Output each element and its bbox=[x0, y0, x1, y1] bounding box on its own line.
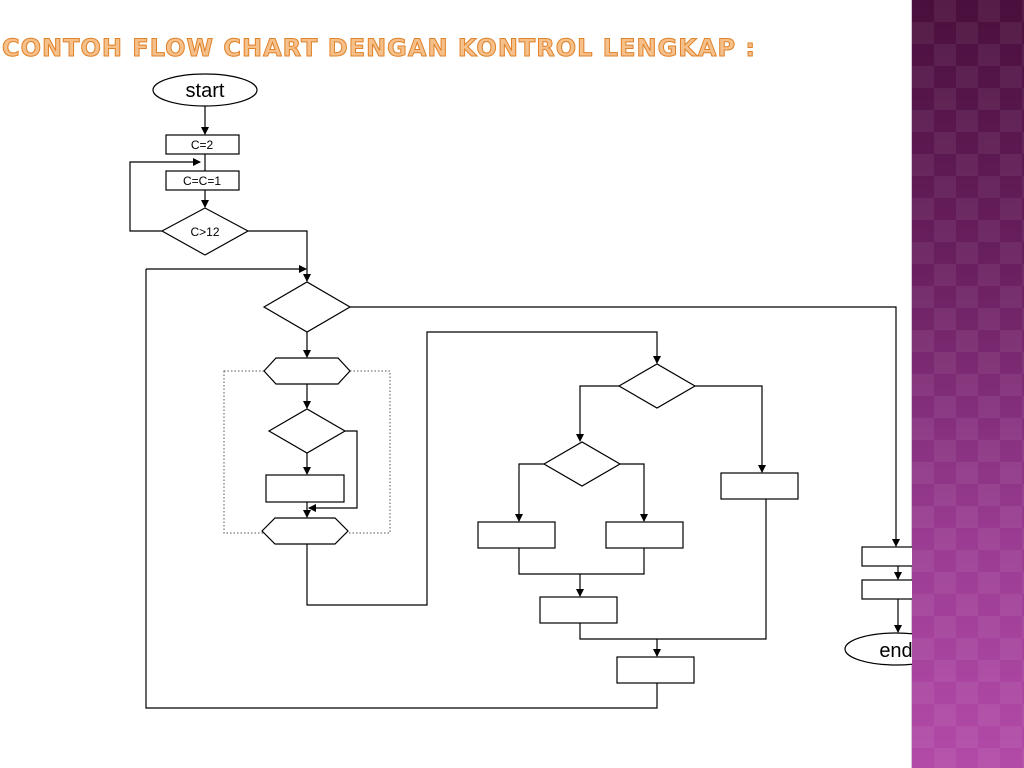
slide-title: CONTOH FLOW CHART DENGAN KONTROL LENGKAP… bbox=[2, 34, 756, 63]
update-process-box bbox=[165, 170, 240, 191]
branch-process-box-left-b bbox=[605, 521, 684, 549]
nested-decision-right-branch bbox=[620, 463, 648, 522]
flowchart-diagram: start C=2 C=C=1 C>12 end bbox=[129, 73, 912, 709]
right-decision-right-branch bbox=[695, 385, 766, 473]
merge-left-boxes-line bbox=[518, 548, 645, 575]
merge-process-box bbox=[539, 596, 618, 624]
init-label: C=2 bbox=[191, 138, 214, 152]
final-return-line bbox=[145, 269, 658, 709]
right-decision-left-branch bbox=[576, 385, 619, 442]
final-merge-process-box bbox=[616, 656, 695, 684]
inner-process-box bbox=[265, 474, 345, 503]
nested-decision-diamond bbox=[542, 441, 622, 487]
inner-decision-diamond bbox=[267, 408, 347, 454]
update-label: C=C=1 bbox=[183, 174, 221, 188]
init-process-box bbox=[165, 134, 240, 155]
right-decision-diamond bbox=[617, 363, 697, 409]
start-label: start bbox=[186, 80, 225, 102]
branch-process-box-right bbox=[720, 472, 799, 500]
decorative-side-panel bbox=[912, 0, 1024, 768]
inner-decision-bypass-line bbox=[308, 430, 358, 512]
main-decision-exit-line bbox=[350, 306, 900, 547]
merge-box-to-final-line bbox=[579, 623, 657, 640]
condition-label: C>12 bbox=[190, 225, 219, 239]
main-decision-diamond bbox=[262, 281, 352, 333]
loop-bottom-hexagon bbox=[261, 517, 349, 545]
nested-decision-left-branch bbox=[515, 463, 544, 522]
end-process-box-1 bbox=[861, 546, 912, 567]
end-terminal bbox=[844, 632, 912, 666]
end-process-box-2 bbox=[861, 579, 912, 600]
condition-exit-line bbox=[248, 230, 311, 282]
end-label: end bbox=[879, 640, 912, 662]
loop-top-hexagon bbox=[263, 357, 351, 385]
loop-back-line bbox=[129, 158, 201, 232]
loop-exit-to-right-section bbox=[306, 331, 661, 606]
branch-process-box-left-a bbox=[477, 521, 556, 549]
right-box-to-final-line bbox=[657, 499, 767, 640]
